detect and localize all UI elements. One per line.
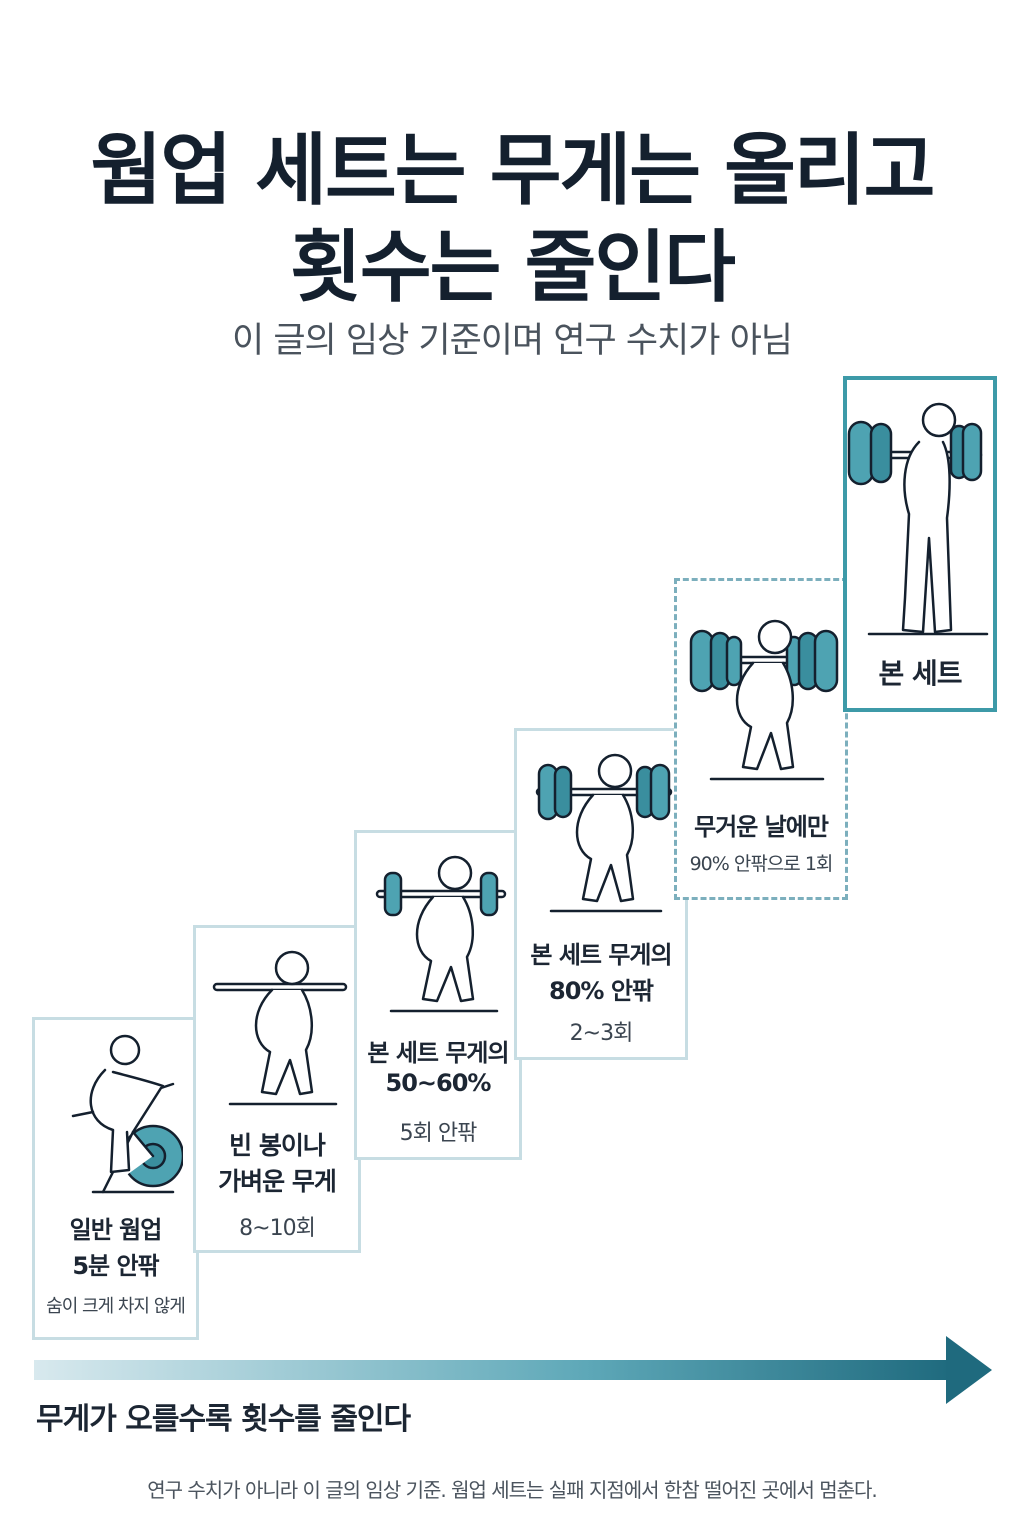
step-4-label-1: 본 세트 무게의 [530, 941, 672, 969]
squat-light-barbell-icon [375, 855, 507, 1013]
step-3-note: 5회 안팎 [399, 1121, 478, 1146]
title-line-1: 웜업 세트는 무게는 올리고 [90, 126, 936, 216]
step-4-note: 2~3회 [569, 1021, 634, 1046]
step-50-60: 본 세트 무게의 50~60% 5회 안팎 [354, 830, 522, 1160]
step-5-label-1: 무거운 날에만 [694, 813, 829, 841]
step-1-note: 숨이 크게 차지 않게 [46, 1296, 186, 1317]
arrow-label: 무게가 오를수록 횟수를 줄인다 [36, 1402, 411, 1437]
step-4-label-2: 80% 안팎 [549, 977, 654, 1005]
step-80: 본 세트 무게의 80% 안팎 2~3회 [514, 728, 688, 1060]
stationary-bike-icon [71, 1034, 183, 1194]
step-2-label-1: 빈 봉이나 [229, 1131, 326, 1160]
step-2-note: 8~10회 [239, 1216, 316, 1241]
standing-barbell-icon [847, 402, 989, 636]
squat-medium-barbell-icon [535, 753, 673, 913]
squat-empty-bar-icon [212, 950, 348, 1106]
step-heavy-day: 무거운 날에만 90% 안팎으로 1회 [674, 578, 848, 900]
step-empty-bar: 빈 봉이나 가벼운 무게 8~10회 [193, 925, 361, 1253]
step-main-set: 본 세트 [843, 376, 997, 712]
step-general-warmup: 일반 웜업 5분 안팎 숨이 크게 차지 않게 [32, 1017, 199, 1340]
title-line-2: 횟수는 줄인다 [290, 223, 736, 313]
subtitle: 이 글의 임상 기준이며 연구 수치가 아님 [232, 321, 793, 361]
step-2-label-2: 가벼운 무게 [218, 1167, 337, 1196]
step-1-label-2: 5분 안팎 [72, 1252, 159, 1280]
step-3-label-1: 본 세트 무게의 [367, 1039, 509, 1067]
progression-arrow-icon [34, 1336, 992, 1404]
step-6-label: 본 세트 [878, 657, 962, 690]
step-1-label-1: 일반 웜업 [69, 1216, 163, 1244]
step-3-label-2: 50~60% [385, 1069, 492, 1097]
footer-note: 연구 수치가 아니라 이 글의 임상 기준. 웜업 세트는 실패 지점에서 한참… [147, 1478, 878, 1502]
squat-heavy-barbell-icon [689, 619, 839, 781]
step-5-label-2: 90% 안팎으로 1회 [689, 853, 834, 875]
